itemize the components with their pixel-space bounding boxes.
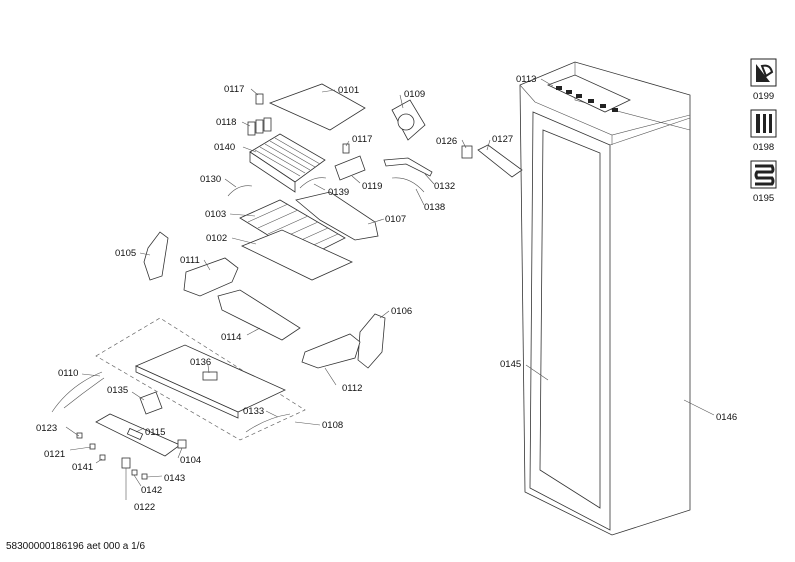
coil-icon[interactable] bbox=[750, 160, 777, 189]
label-0112: 0112 bbox=[342, 383, 362, 394]
label-0126: 0126 bbox=[436, 136, 457, 147]
label-0114: 0114 bbox=[221, 332, 241, 343]
label-0107: 0107 bbox=[385, 214, 406, 225]
label-0146: 0146 bbox=[716, 412, 737, 423]
part-0112 bbox=[301, 333, 361, 369]
part-0111 bbox=[183, 257, 239, 297]
part-0126 bbox=[461, 145, 473, 159]
label-0141: 0141 bbox=[72, 462, 93, 473]
part-0143 bbox=[141, 473, 148, 480]
part-0106 bbox=[357, 313, 386, 369]
label-0104: 0104 bbox=[180, 455, 201, 466]
document-footer-id: 58300000186196 aet 000 a 1/6 bbox=[6, 541, 146, 552]
label-0123: 0123 bbox=[36, 423, 57, 434]
part-0130 bbox=[227, 185, 253, 197]
label-0113: 0113 bbox=[516, 74, 536, 85]
part-0108-frame bbox=[95, 317, 306, 441]
part-0117-a bbox=[255, 93, 264, 105]
label-0140: 0140 bbox=[214, 142, 235, 153]
part-0127 bbox=[477, 144, 523, 178]
label-0102: 0102 bbox=[206, 233, 227, 244]
label-0143: 0143 bbox=[164, 473, 185, 484]
part-0105 bbox=[143, 231, 169, 281]
label-0117b: 0117 bbox=[352, 134, 372, 145]
part-0140 bbox=[249, 133, 326, 193]
label-0103: 0103 bbox=[205, 209, 226, 220]
label-0110: 0110 bbox=[58, 368, 78, 379]
part-0117-b bbox=[342, 143, 350, 154]
label-0136: 0136 bbox=[190, 357, 211, 368]
part-0142 bbox=[131, 469, 138, 476]
part-0135 bbox=[139, 391, 163, 415]
part-0138 bbox=[391, 177, 425, 193]
label-0121: 0121 bbox=[44, 449, 65, 460]
part-0122 bbox=[121, 457, 131, 469]
leader-lines bbox=[65, 78, 715, 500]
label-0119: 0119 bbox=[362, 181, 382, 192]
label-0122: 0122 bbox=[134, 502, 155, 513]
part-0115 bbox=[95, 413, 181, 457]
part-0119 bbox=[334, 155, 366, 181]
part-0114 bbox=[217, 289, 301, 341]
part-0109 bbox=[391, 99, 426, 141]
part-0102 bbox=[241, 229, 353, 281]
label-0145: 0145 bbox=[500, 359, 521, 370]
label-0130: 0130 bbox=[200, 174, 221, 185]
part-0110 bbox=[51, 371, 105, 413]
part-0136 bbox=[135, 344, 286, 419]
part-0118 bbox=[247, 117, 272, 136]
label-0118: 0118 bbox=[216, 117, 236, 128]
label-0127: 0127 bbox=[492, 134, 513, 145]
label-0132: 0132 bbox=[434, 181, 455, 192]
wrench-icon[interactable] bbox=[750, 58, 777, 87]
label-0109: 0109 bbox=[404, 89, 425, 100]
label-0111: 0111 bbox=[180, 255, 200, 266]
cabinet-housing bbox=[519, 61, 691, 536]
label-0142: 0142 bbox=[141, 485, 162, 496]
label-0101: 0101 bbox=[338, 85, 359, 96]
label-0117a: 0117 bbox=[224, 84, 244, 95]
label-0138: 0138 bbox=[424, 202, 445, 213]
label-0198: 0198 bbox=[753, 142, 774, 153]
part-0141 bbox=[99, 454, 106, 461]
part-0121 bbox=[89, 443, 96, 450]
part-0133 bbox=[245, 413, 291, 433]
part-0139 bbox=[299, 177, 327, 189]
label-0115: 0115 bbox=[145, 427, 165, 438]
tools-icon[interactable] bbox=[750, 109, 777, 138]
part-0132 bbox=[383, 157, 433, 177]
label-0105: 0105 bbox=[115, 248, 136, 259]
label-0199: 0199 bbox=[753, 91, 774, 102]
label-0195: 0195 bbox=[753, 193, 774, 204]
part-0101 bbox=[268, 83, 366, 131]
part-0107 bbox=[295, 191, 379, 241]
label-0139: 0139 bbox=[328, 187, 349, 198]
label-0106: 0106 bbox=[391, 306, 412, 317]
label-0135: 0135 bbox=[107, 385, 128, 396]
label-0108: 0108 bbox=[322, 420, 343, 431]
part-0104 bbox=[177, 439, 187, 449]
label-0133: 0133 bbox=[243, 406, 264, 417]
part-0103 bbox=[239, 199, 346, 259]
part-0123 bbox=[76, 432, 83, 439]
